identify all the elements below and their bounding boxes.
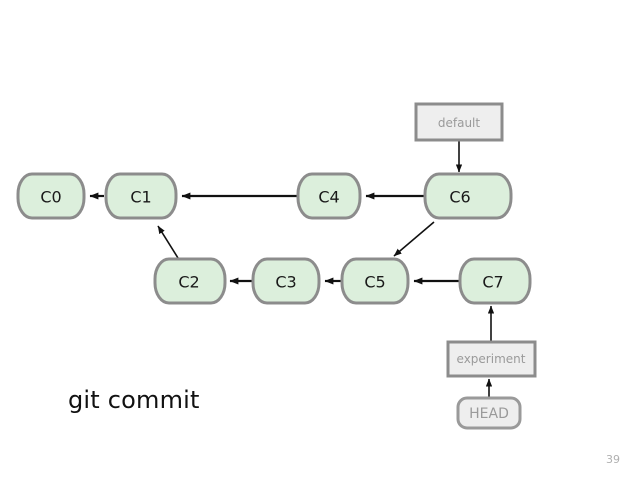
branch-label-shape (414, 102, 504, 142)
commit-node-c7[interactable]: C7 (458, 257, 532, 305)
commit-node-c5[interactable]: C5 (340, 257, 410, 305)
branch-label-text: experiment (457, 352, 526, 366)
commit-node-shape (16, 172, 86, 220)
page-number: 39 (606, 453, 620, 466)
commit-label: C6 (449, 188, 470, 207)
commit-node-shape (153, 257, 227, 305)
commit-label: C3 (275, 273, 296, 292)
commit-label: C0 (40, 188, 61, 207)
commit-node-shape (423, 172, 513, 220)
commit-label: C5 (364, 273, 385, 292)
head-pointer[interactable]: HEAD (456, 396, 522, 430)
commit-node-c4[interactable]: C4 (296, 172, 362, 220)
commit-node-c0[interactable]: C0 (16, 172, 86, 220)
commit-node-shape (458, 257, 532, 305)
edge-c6-to-c5 (393, 221, 435, 257)
commit-label: C4 (318, 188, 339, 207)
commit-node-shape (340, 257, 410, 305)
commit-node-shape (251, 257, 321, 305)
branch-label-default[interactable]: default (414, 102, 504, 142)
branch-label-experiment[interactable]: experiment (446, 340, 537, 378)
branch-label-shape (446, 340, 537, 378)
commit-node-c2[interactable]: C2 (153, 257, 227, 305)
commit-node-shape (296, 172, 362, 220)
branch-label-text: default (438, 116, 481, 130)
head-pointer-text: HEAD (469, 406, 509, 422)
commit-node-c1[interactable]: C1 (104, 172, 178, 220)
commit-label: C2 (178, 273, 199, 292)
commit-node-c6[interactable]: C6 (423, 172, 513, 220)
slide-caption: git commit (68, 386, 200, 414)
commit-label: C1 (130, 188, 151, 207)
commit-node-c3[interactable]: C3 (251, 257, 321, 305)
commit-label: C7 (482, 273, 503, 292)
commit-node-shape (104, 172, 178, 220)
head-pointer-shape (456, 396, 522, 430)
edge-c2-to-c1 (157, 225, 179, 259)
